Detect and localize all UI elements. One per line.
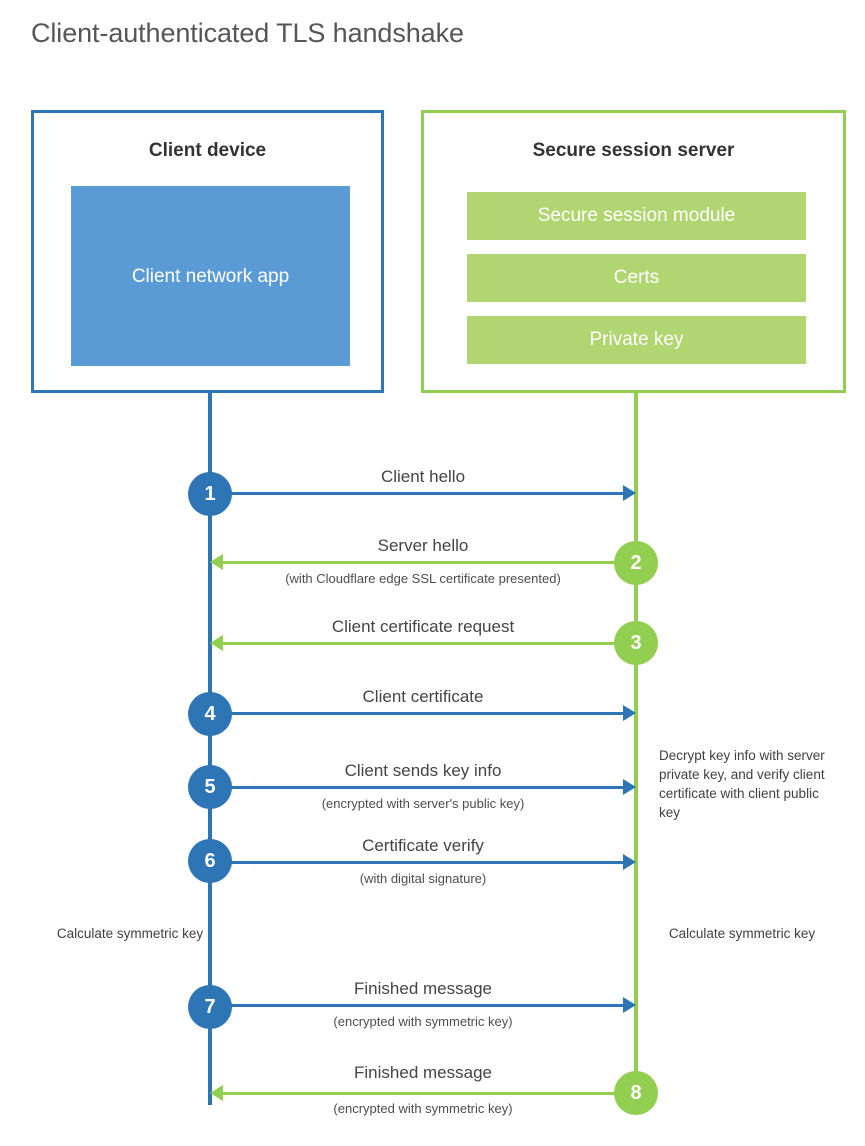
step-8-arrow-head: [210, 1085, 223, 1101]
step-5-marker[interactable]: 5: [188, 765, 232, 809]
client-network-app-block: Client network app: [71, 186, 350, 366]
secure-session-server-title: Secure session server: [532, 140, 735, 161]
step-5-arrow-line: [210, 786, 623, 789]
client-device-title: Client device: [148, 140, 267, 161]
step-6-arrow-head: [623, 854, 636, 870]
client-calculate-symmetric-key-note: Calculate symmetric key: [56, 926, 204, 941]
step-5-arrow-head: [623, 779, 636, 795]
step-8-marker[interactable]: 8: [614, 1071, 658, 1115]
step-7-label: Finished message: [354, 979, 492, 998]
step-6-marker[interactable]: 6: [188, 839, 232, 883]
step-1-marker[interactable]: 1: [188, 472, 232, 516]
step-3-marker[interactable]: 3: [614, 621, 658, 665]
secure-session-server-box: Secure session server Secure session mod…: [421, 110, 846, 393]
page-title: Client-authenticated TLS handshake: [31, 18, 464, 48]
step-2-marker[interactable]: 2: [614, 541, 658, 585]
client-device-box: Client device Client network app: [31, 110, 384, 393]
step-4-label: Client certificate: [362, 687, 484, 706]
server-calculate-symmetric-key-note: Calculate symmetric key: [668, 926, 816, 941]
step-6-sublabel: (with digital signature): [359, 871, 487, 886]
server-component-certs: Certs: [467, 254, 806, 302]
step-5-label: Client sends key info: [344, 761, 502, 780]
step-6-arrow-line: [210, 861, 623, 864]
step-8-arrow-line: [223, 1092, 636, 1095]
server-component-private-key: Private key: [467, 316, 806, 364]
step-5-sublabel: (encrypted with server's public key): [321, 796, 525, 811]
step-3-label: Client certificate request: [331, 617, 515, 636]
step-4-marker[interactable]: 4: [188, 692, 232, 736]
step-8-label: Finished message: [354, 1063, 492, 1082]
step-4-arrow-head: [623, 705, 636, 721]
step-3-arrow-head: [210, 635, 223, 651]
step-3-arrow-line: [223, 642, 636, 645]
step-7-arrow-head: [623, 997, 636, 1013]
server-lifeline: [634, 393, 638, 1093]
step-2-sublabel: (with Cloudflare edge SSL certificate pr…: [285, 571, 561, 586]
client-lifeline: [208, 393, 212, 1105]
step-1-arrow-head: [623, 485, 636, 501]
step-4-arrow-line: [210, 712, 623, 715]
server-decrypt-note: Decrypt key info with server private key…: [659, 748, 825, 820]
step-2-arrow-line: [223, 561, 636, 564]
server-component-secure-session-module: Secure session module: [467, 192, 806, 240]
step-7-marker[interactable]: 7: [188, 985, 232, 1029]
step-2-label: Server hello: [377, 536, 469, 555]
step-8-sublabel: (encrypted with symmetric key): [333, 1101, 513, 1116]
step-6-label: Certificate verify: [362, 836, 484, 855]
step-7-arrow-line: [210, 1004, 623, 1007]
step-7-sublabel: (encrypted with symmetric key): [333, 1014, 513, 1029]
step-1-label: Client hello: [380, 467, 466, 486]
step-1-arrow-line: [210, 492, 623, 495]
step-2-arrow-head: [210, 554, 223, 570]
